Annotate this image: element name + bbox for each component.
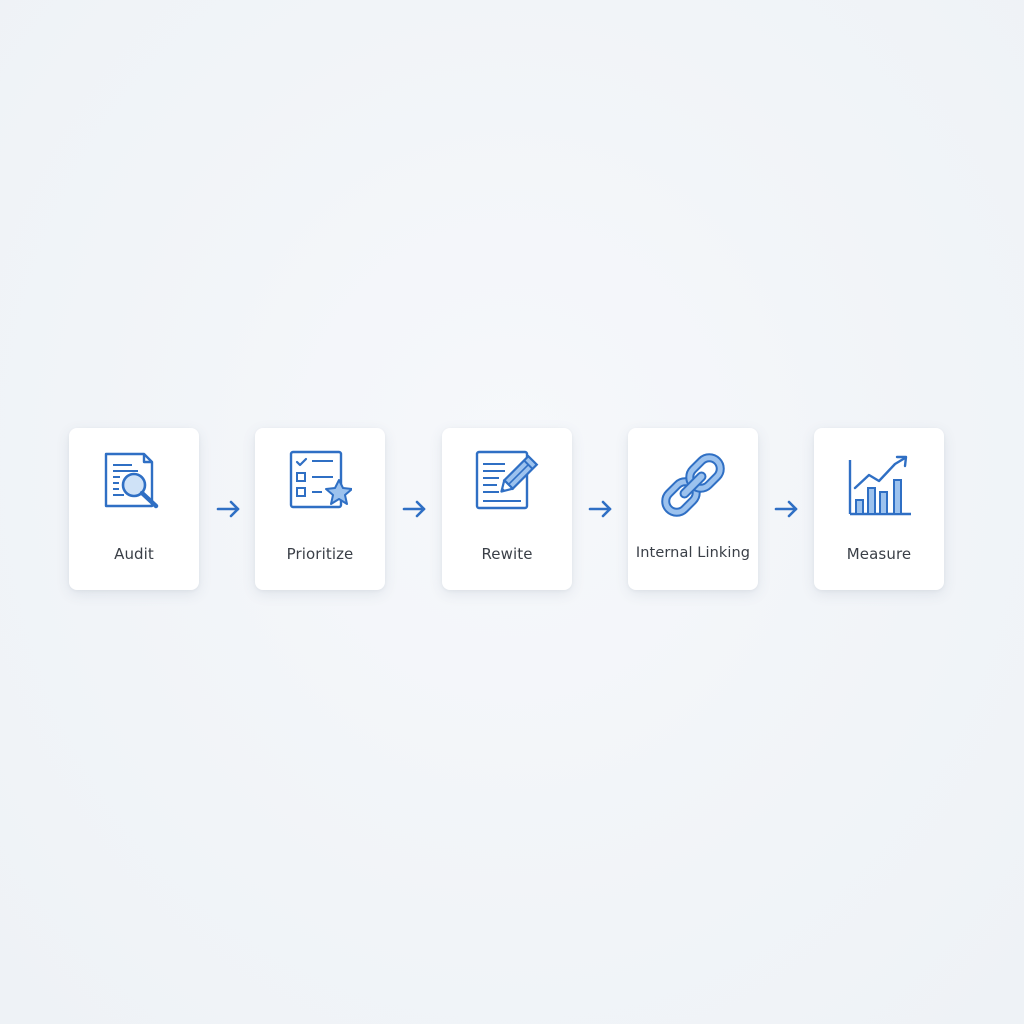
step-card-audit: Audit <box>69 428 199 590</box>
arrow-right-icon <box>587 495 615 523</box>
step-label: Measure <box>846 545 912 563</box>
growth-chart-icon <box>847 448 911 522</box>
document-magnifier-icon <box>102 448 166 522</box>
step-label: Audit <box>114 545 154 563</box>
step-card-rewite: Rewite <box>442 428 572 590</box>
process-flow: Audit Prio <box>69 428 944 590</box>
document-pencil-icon <box>475 448 539 522</box>
arrow-right-icon <box>401 495 429 523</box>
step-label: Prioritize <box>286 545 354 563</box>
chain-link-icon <box>661 448 725 522</box>
step-card-internal-linking: Internal Linking <box>628 428 758 590</box>
step-label: Rewite <box>481 545 533 563</box>
step-card-prioritize: Prioritize <box>255 428 385 590</box>
step-card-measure: Measure <box>814 428 944 590</box>
arrow-right-icon <box>215 495 243 523</box>
arrow-right-icon <box>773 495 801 523</box>
step-label: Internal Linking <box>635 545 751 561</box>
checklist-star-icon <box>288 448 352 522</box>
